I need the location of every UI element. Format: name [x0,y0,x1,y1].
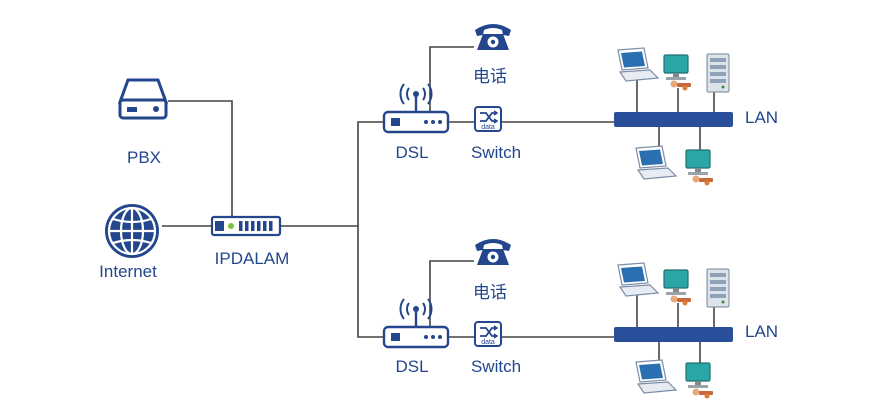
pbx-label: PBX [126,148,162,167]
telephone-icon [475,24,511,50]
data-switch-icon: data [474,106,502,132]
server-rack-icon [706,268,730,308]
laptop-icon [617,47,659,82]
server-rack-icon [706,53,730,93]
globe-icon [105,204,159,258]
ipdalam-label: IPDALAM [214,249,290,268]
dslam-device-icon [210,215,282,237]
data-switch-icon: data [474,321,502,347]
wireless-modem-icon [382,297,450,349]
telephone-icon [475,239,511,265]
lan-bottom [614,262,733,400]
switch-icon-text: data [481,124,495,131]
desktop-user-icon [663,269,692,307]
switch-label-top: Switch [470,143,522,162]
switch-icon-text: data [481,339,495,346]
desktop-user-icon [663,54,692,92]
phone-label-bottom: 电话 [473,283,507,302]
link-trunk-dsl-top [357,121,384,226]
lan-bus [614,327,733,342]
lan-label-bottom: LAN [745,322,779,341]
link-dsl-phone-top [429,46,474,112]
phone-label-top: 电话 [473,67,507,86]
lan-label-top: LAN [745,108,779,127]
link-pbx-ipdalam [168,100,233,218]
lan-top [614,47,733,187]
wireless-modem-icon [382,82,450,134]
laptop-icon [635,145,677,180]
desktop-user-icon [685,149,714,187]
laptop-icon [635,359,677,394]
desktop-user-icon [685,362,714,400]
connections [162,46,614,338]
lan-bus [614,112,733,127]
pbx-icon [117,78,169,120]
dsl-label-top: DSL [395,143,429,162]
laptop-icon [617,262,659,297]
switch-label-bottom: Switch [470,357,522,376]
link-trunk-dsl-bottom [357,226,384,338]
internet-label: Internet [99,262,157,281]
link-dsl-phone-bottom [429,260,474,327]
dsl-label-bottom: DSL [395,357,429,376]
